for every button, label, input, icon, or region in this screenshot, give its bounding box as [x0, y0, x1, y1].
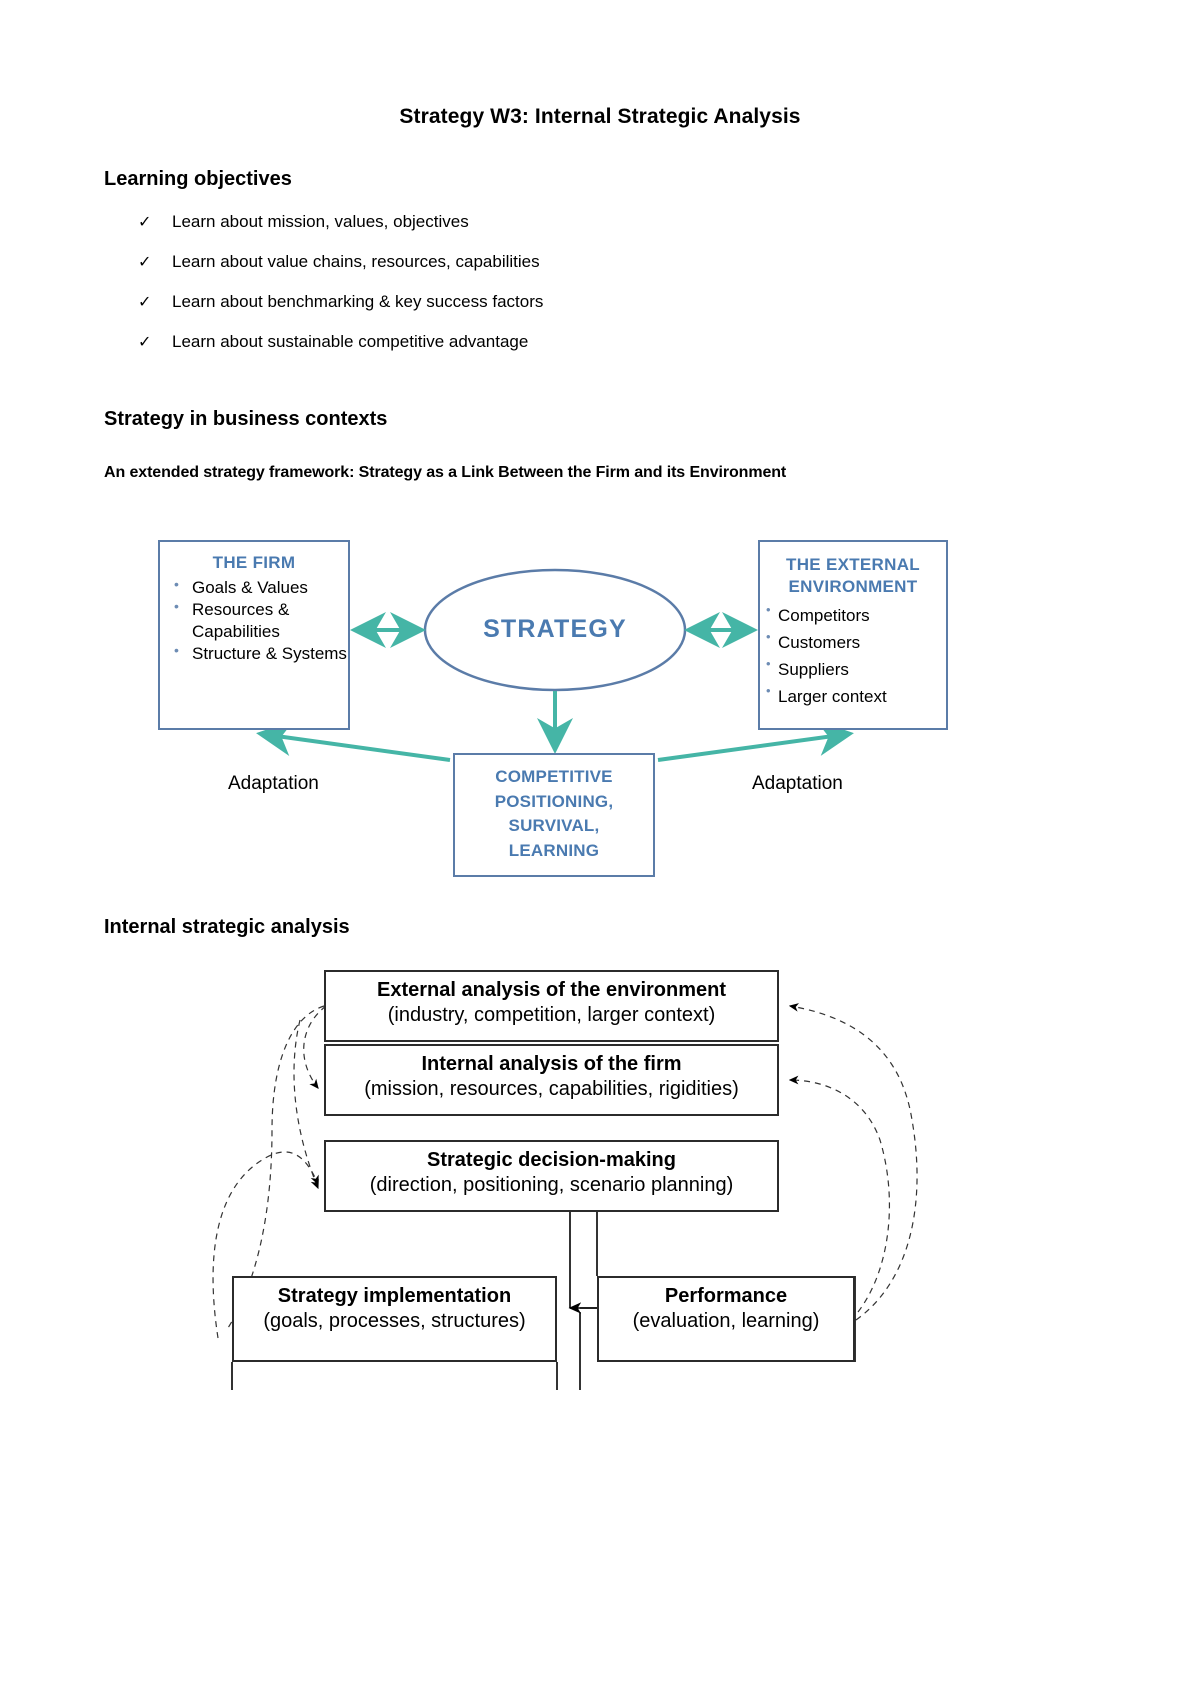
flow-box-subtitle: (evaluation, learning) [632, 1310, 820, 1332]
flow-box-performance: Performance (evaluation, learning) [597, 1276, 855, 1362]
flow-box-subtitle: (goals, processes, structures) [263, 1310, 526, 1332]
list-item: Customers [766, 627, 946, 656]
list-item: ✓ Learn about mission, values, objective… [138, 212, 938, 252]
checkmark-icon: ✓ [138, 254, 152, 271]
external-environment-box: THE EXTERNAL ENVIRONMENT Competitors Cus… [758, 540, 948, 730]
arrow-adaptation-external [657, 720, 854, 762]
extended-strategy-framework-diagram: STRATEGY THE FIRM Goals & Values Resourc… [0, 520, 1200, 900]
feedback-curve-left-outer [227, 1005, 325, 1329]
framework-connectors [256, 568, 854, 762]
strategy-process-flow-diagram: External analysis of the environment (in… [0, 960, 1200, 1390]
list-item: ✓ Learn about sustainable competitive ad… [138, 332, 938, 372]
firm-box: THE FIRM Goals & Values Resources & Capa… [158, 540, 350, 730]
firm-box-list: Goals & Values Resources & Capabilities … [160, 576, 348, 664]
list-item: Structure & Systems [170, 642, 348, 664]
heading-strategy-in-business-contexts: Strategy in business contexts [104, 408, 388, 430]
feedback-curve-implementation-to-decision [212, 1151, 319, 1339]
list-item: Suppliers [766, 654, 946, 683]
flow-connectors [212, 1003, 918, 1390]
list-item-label: Learn about value chains, resources, cap… [172, 252, 540, 271]
checkmark-icon: ✓ [138, 214, 152, 231]
external-box-heading-line1: THE EXTERNAL [786, 555, 920, 574]
competitive-positioning-text: COMPETITIVE POSITIONING, SURVIVAL, LEARN… [455, 765, 653, 864]
list-item: Larger context [766, 681, 946, 710]
list-item-label: Learn about sustainable competitive adva… [172, 332, 529, 351]
list-item: Resources & Capabilities [170, 598, 348, 642]
outcome-line-1: COMPETITIVE [495, 767, 613, 786]
flow-box-title: Performance [664, 1285, 788, 1307]
heading-learning-objectives: Learning objectives [104, 168, 292, 190]
flow-box-title: Internal analysis of the firm [421, 1053, 682, 1075]
adaptation-label-right: Adaptation [752, 773, 843, 794]
subheading-extended-framework: An extended strategy framework: Strategy… [104, 464, 787, 481]
learning-objectives-list: ✓ Learn about mission, values, objective… [138, 212, 938, 372]
outcome-line-4: LEARNING [508, 840, 600, 860]
feedback-curve-right-to-external [788, 1003, 918, 1321]
flow-box-strategy-implementation: Strategy implementation (goals, processe… [232, 1276, 557, 1362]
feedback-curve-right-to-internal [788, 1075, 891, 1313]
adaptation-label-left: Adaptation [228, 773, 319, 794]
outcome-line-3: SURVIVAL, [508, 816, 600, 836]
feedback-curve-left-to-decision [293, 1019, 319, 1190]
heading-internal-strategic-analysis: Internal strategic analysis [104, 916, 350, 938]
page-title: Strategy W3: Internal Strategic Analysis [399, 105, 801, 128]
arrow-adaptation-firm [256, 720, 451, 762]
flow-box-internal-analysis: Internal analysis of the firm (mission, … [324, 1044, 779, 1116]
flow-box-external-analysis: External analysis of the environment (in… [324, 970, 779, 1042]
flow-box-strategic-decision-making: Strategic decision-making (direction, po… [324, 1140, 779, 1212]
flow-box-subtitle: (industry, competition, larger context) [387, 1004, 716, 1026]
list-item: ✓ Learn about benchmarking & key success… [138, 292, 938, 332]
flow-box-title: External analysis of the environment [377, 979, 726, 1001]
external-box-heading-line2: ENVIRONMENT [788, 576, 918, 596]
list-item: ✓ Learn about value chains, resources, c… [138, 252, 938, 292]
outcome-line-2: POSITIONING, [494, 791, 614, 811]
flow-box-subtitle: (mission, resources, capabilities, rigid… [364, 1078, 739, 1100]
strategy-ellipse-label: STRATEGY [483, 615, 627, 643]
list-item-label: Learn about benchmarking & key success f… [172, 292, 544, 311]
flow-box-subtitle: (direction, positioning, scenario planni… [369, 1174, 734, 1196]
list-item: Competitors [766, 599, 946, 629]
list-item-label: Learn about mission, values, objectives [172, 212, 469, 231]
checkmark-icon: ✓ [138, 334, 152, 351]
competitive-positioning-box: COMPETITIVE POSITIONING, SURVIVAL, LEARN… [453, 753, 655, 877]
firm-box-heading: THE FIRM [212, 553, 296, 572]
feedback-curve-left-to-internal [303, 1005, 327, 1089]
flow-box-title: Strategic decision-making [427, 1149, 676, 1171]
list-item: Goals & Values [170, 576, 348, 598]
external-box-heading: THE EXTERNAL ENVIRONMENT [760, 554, 946, 598]
flow-box-title: Strategy implementation [277, 1285, 512, 1307]
external-box-list: Competitors Customers Suppliers Larger c… [760, 599, 946, 711]
checkmark-icon: ✓ [138, 294, 152, 311]
